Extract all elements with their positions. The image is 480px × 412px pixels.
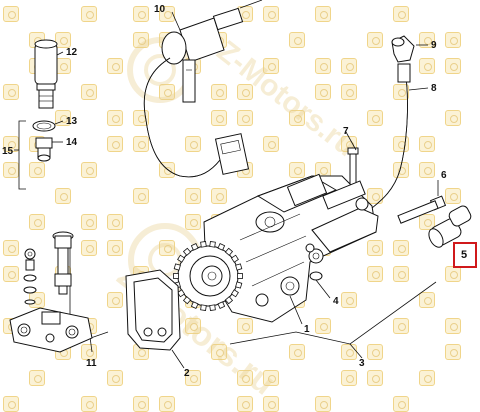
gear-tooth [224, 296, 234, 305]
callout-14: 14 [66, 137, 78, 148]
gear-tooth [177, 289, 186, 298]
callout-9: 9 [431, 40, 437, 51]
callout-13: 13 [66, 116, 78, 127]
part-15-bracket [14, 120, 26, 190]
gear-tooth [190, 243, 199, 251]
gear-tooth [217, 243, 226, 251]
gear-tooth [224, 247, 234, 256]
part-1-fuel-pump [203, 173, 379, 323]
gear-tooth [230, 254, 239, 263]
callout-6: 6 [441, 170, 447, 181]
callout-15: 15 [2, 146, 14, 157]
gear-tooth [190, 301, 199, 309]
gear-tooth [182, 296, 192, 305]
part-11-primer-pump [9, 231, 93, 353]
gear-tooth [209, 241, 216, 248]
part-6-bolt [397, 195, 447, 224]
part-12-cap [34, 39, 58, 109]
part-5-coupling [428, 205, 472, 248]
part-13-o-ring [32, 120, 56, 132]
gear-tooth [235, 281, 243, 289]
gear-tooth [173, 263, 181, 271]
highlighted-callout-box[interactable]: 5 [453, 242, 477, 268]
callout-5: 5 [461, 249, 468, 261]
part-3-bracket [229, 281, 437, 359]
callout-3: 3 [359, 358, 365, 369]
gear-tooth [237, 273, 243, 279]
part-1-drive-gear [173, 241, 243, 311]
gear-tooth [200, 304, 207, 311]
gear-tooth [173, 273, 179, 279]
callout-4: 4 [333, 296, 339, 307]
callout-11: 11 [86, 358, 97, 369]
gear-tooth [200, 241, 207, 248]
callout-7: 7 [343, 126, 349, 137]
gear-tooth [217, 301, 226, 309]
callout-12: 12 [66, 47, 78, 58]
gear-tooth [177, 254, 186, 263]
gear-tooth [209, 304, 216, 311]
part-9-elbow-fitting [391, 35, 415, 63]
part-4-o-ring [309, 271, 323, 281]
callout-2: 2 [184, 368, 190, 379]
gear-tooth [230, 289, 239, 298]
callout-8: 8 [431, 83, 437, 94]
part-10-solenoid [143, 0, 263, 178]
callout-1: 1 [304, 324, 310, 335]
leader-lines [52, 11, 439, 369]
part-2-gasket [125, 269, 181, 351]
gear-tooth [235, 263, 243, 271]
callout-10: 10 [154, 4, 166, 15]
gear-tooth [182, 247, 192, 256]
part-14-fitting [35, 137, 53, 162]
part-8-hose [371, 63, 411, 209]
callout-labels: 12 13 14 15 10 9 8 7 6 4 1 3 2 11 [2, 4, 447, 379]
